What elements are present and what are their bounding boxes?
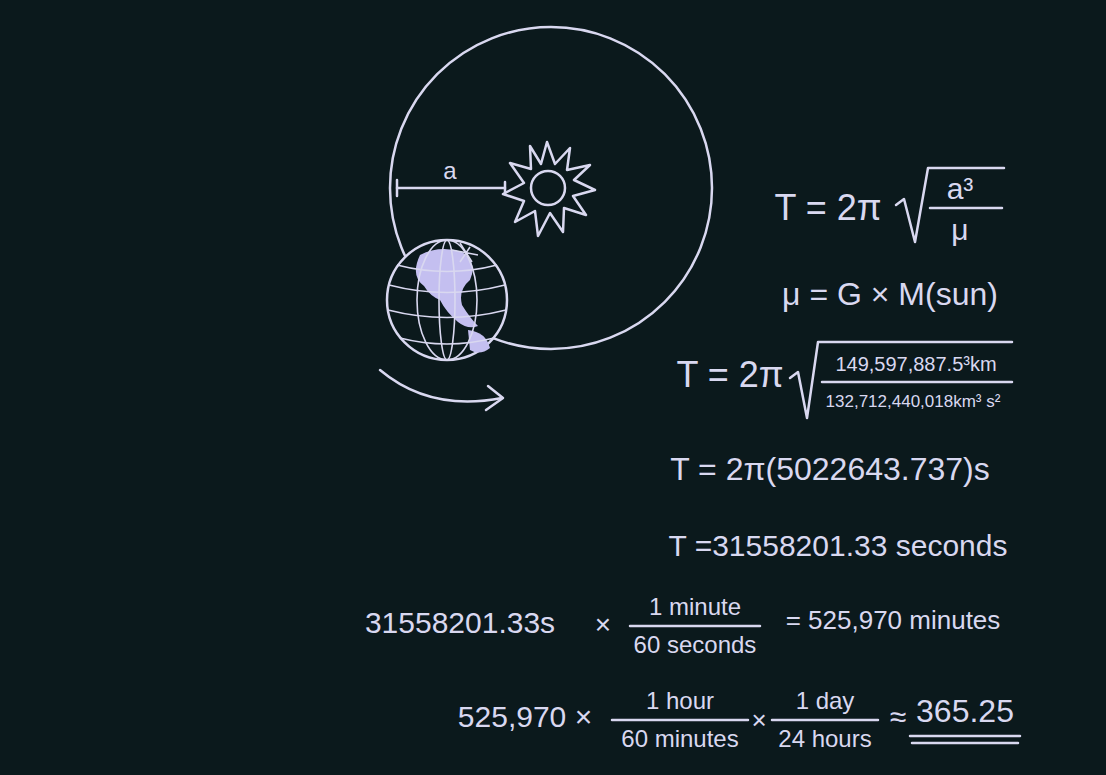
sun-core <box>531 171 565 205</box>
equation-left: T = 2π <box>774 188 881 228</box>
axis-label: a <box>443 158 456 184</box>
operator: × <box>595 610 611 641</box>
numerator: 1 day <box>796 688 855 714</box>
fraction-bar <box>822 381 1012 384</box>
underline <box>912 742 1018 745</box>
numerator: 1 minute <box>649 594 741 620</box>
root-sign <box>896 168 1004 242</box>
fraction-bar <box>930 207 1002 210</box>
denominator: 24 hours <box>778 726 871 752</box>
denominator: 60 minutes <box>621 726 738 752</box>
equation: μ = G × M(sun) <box>782 277 998 312</box>
underline <box>910 735 1020 738</box>
sun-symbol <box>503 142 595 236</box>
axis-tick <box>396 180 399 196</box>
fraction-bar <box>772 719 878 722</box>
earth-globe <box>387 240 507 360</box>
denominator: μ <box>951 213 968 246</box>
equation: T =31558201.33 seconds <box>669 529 1008 562</box>
numerator: a³ <box>947 172 974 205</box>
numerator: 149,597,887.5³km <box>835 353 996 375</box>
denominator: 132,712,440,018km³ s² <box>826 393 1001 412</box>
arrow-head <box>486 386 503 410</box>
result: 365.25 <box>916 694 1014 729</box>
quantity: 31558201.33s <box>365 606 555 639</box>
numerator: 1 hour <box>646 688 714 714</box>
root-sign <box>790 342 1012 418</box>
quantity: 525,970 × <box>458 700 592 733</box>
operator: × <box>751 706 766 735</box>
fraction-bar <box>630 625 760 628</box>
result: = 525,970 minutes <box>786 606 1001 635</box>
fraction-bar <box>612 719 748 722</box>
equation-left: T = 2π <box>676 355 783 395</box>
equation: T = 2π(5022643.737)s <box>670 452 989 487</box>
operator: ≈ <box>890 700 906 733</box>
direction-arrow <box>380 370 502 402</box>
axis-line <box>397 187 505 190</box>
denominator: 60 seconds <box>634 632 757 658</box>
